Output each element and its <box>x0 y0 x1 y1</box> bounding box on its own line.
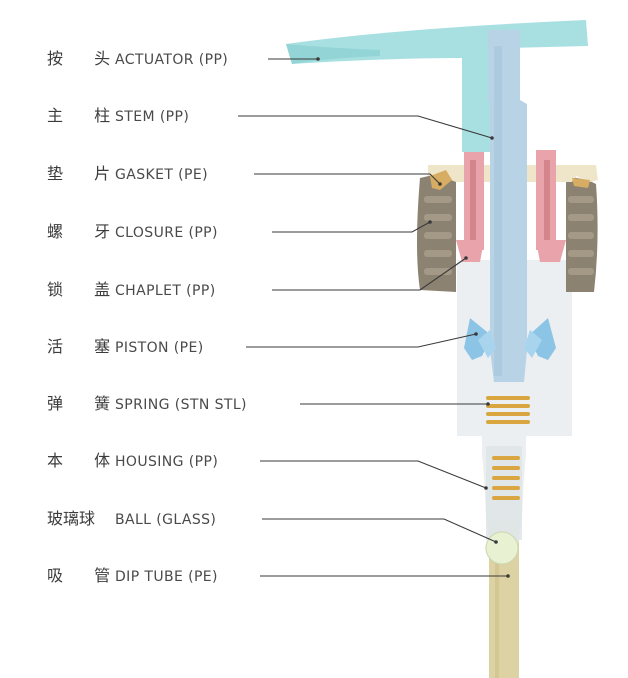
leader-stem <box>238 115 493 139</box>
label-gasket: 垫 片GASKET (PE) <box>47 164 208 184</box>
label-cn: 本 体 <box>47 451 124 470</box>
label-cn: 螺 牙 <box>47 222 124 241</box>
label-closure: 螺 牙CLOSURE (PP) <box>47 222 218 242</box>
label-en: CLOSURE (PP) <box>115 225 218 241</box>
label-cn: 弹 簧 <box>47 394 124 413</box>
label-spring: 弹 簧SPRING (STN STL) <box>47 394 247 414</box>
leader-gasket <box>254 173 441 185</box>
leader-piston <box>246 333 477 348</box>
label-actuator: 按 头ACTUATOR (PP) <box>47 49 228 69</box>
label-en: HOUSING (PP) <box>115 454 219 470</box>
label-piston: 活 塞PISTON (PE) <box>47 337 204 357</box>
label-en: BALL (GLASS) <box>115 512 217 528</box>
label-cn: 吸 管 <box>47 566 124 585</box>
label-housing: 本 体HOUSING (PP) <box>47 451 218 471</box>
label-en: PISTON (PE) <box>115 340 204 356</box>
stem-part <box>488 30 527 382</box>
label-stem: 主 柱STEM (PP) <box>47 106 189 126</box>
label-cn: 主 柱 <box>47 106 124 125</box>
leader-ball <box>262 518 497 543</box>
ball-part <box>485 531 519 565</box>
leader-lines <box>238 58 508 577</box>
label-en: DIP TUBE (PE) <box>115 569 218 585</box>
label-ball: 玻璃球 BALL (GLASS) <box>47 509 216 529</box>
label-en: STEM (PP) <box>115 109 190 125</box>
label-en: ACTUATOR (PP) <box>115 52 229 68</box>
spring-part <box>486 396 530 500</box>
actuator-part <box>286 20 588 152</box>
label-dip-tube: 吸 管DIP TUBE (PE) <box>47 566 218 586</box>
label-cn: 锁 盖 <box>47 280 124 299</box>
leader-housing <box>260 460 487 489</box>
leader-chaplet <box>272 257 467 291</box>
label-cn: 按 头 <box>47 49 124 68</box>
label-en: GASKET (PE) <box>115 167 208 183</box>
label-cn: 垫 片 <box>47 164 124 183</box>
label-en: CHAPLET (PP) <box>115 283 216 299</box>
label-chaplet: 锁 盖CHAPLET (PP) <box>47 280 216 300</box>
gasket-part <box>430 170 452 190</box>
label-cn: 玻璃球 <box>47 509 96 528</box>
label-cn: 活 塞 <box>47 337 124 356</box>
label-en: SPRING (STN STL) <box>115 397 247 413</box>
leader-closure <box>272 221 431 233</box>
